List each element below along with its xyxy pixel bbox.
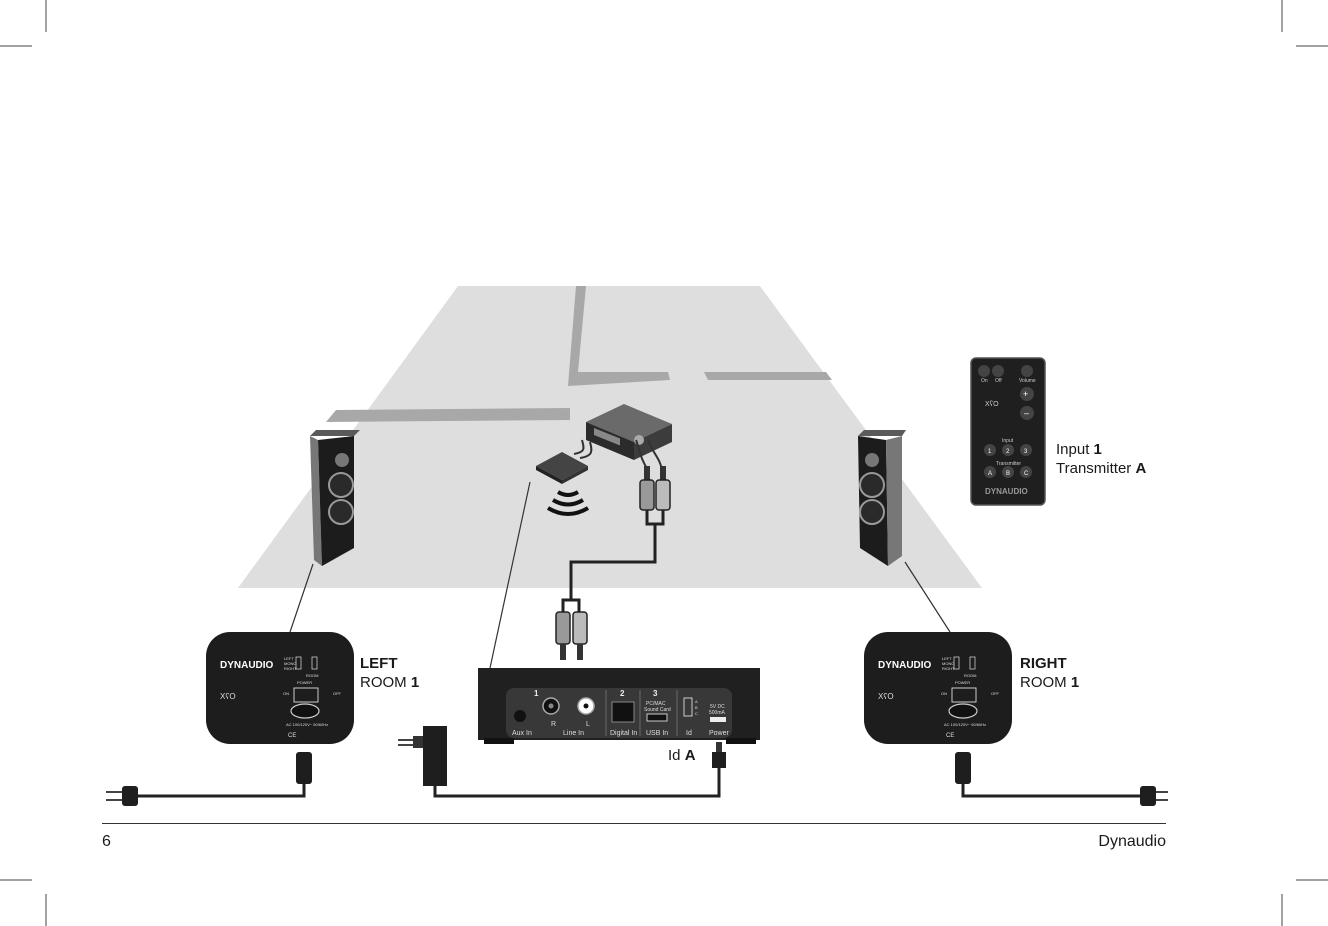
- svg-text:RIGHT: RIGHT: [942, 666, 955, 671]
- rca-cable-icon: [555, 439, 671, 660]
- svg-text:MONO: MONO: [284, 661, 296, 666]
- right-speaker-callout: RIGHT ROOM 1: [1020, 654, 1079, 692]
- svg-text:AC 100/120V~ 50/60Hz: AC 100/120V~ 50/60Hz: [286, 722, 328, 727]
- hub-id-callout: Id A: [668, 746, 696, 765]
- left-speaker-panel: DYNAUDIO XʕO LEFT MONO RIGHT ROOM POWER …: [206, 632, 354, 744]
- svg-text:3: 3: [653, 689, 658, 698]
- svg-text:2: 2: [1006, 449, 1010, 455]
- svg-text:3: 3: [1024, 449, 1028, 455]
- page-number: 6: [102, 833, 111, 850]
- remote-callout: Input 1 Transmitter A: [1056, 440, 1146, 478]
- svg-text:XʕO: XʕO: [985, 401, 999, 408]
- svg-text:AC 100/120V~ 50/60Hz: AC 100/120V~ 50/60Hz: [944, 722, 986, 727]
- svg-text:+: +: [1023, 389, 1028, 399]
- svg-text:Off: Off: [995, 378, 1002, 384]
- right-speaker-panel: DYNAUDIO XʕO LEFT MONO RIGHT ROOM POWER …: [864, 632, 1012, 744]
- svg-text:ON: ON: [941, 691, 947, 696]
- svg-text:OFF: OFF: [333, 691, 342, 696]
- id-label: Id: [668, 747, 685, 764]
- svg-text:Volume: Volume: [1019, 378, 1036, 384]
- svg-text:B: B: [1006, 471, 1010, 477]
- svg-text:Aux In: Aux In: [512, 730, 532, 737]
- svg-text:USB In: USB In: [646, 730, 668, 737]
- right-speaker-icon: [858, 430, 906, 566]
- hub-rear-panel: 1 2 3 R L PC/MAC Sound Card A B C 5V DC …: [478, 668, 760, 744]
- remote-control-icon: On Off Volume + – XʕO Input 1 2 3 Transm…: [970, 357, 1046, 506]
- svg-text:PC/MAC: PC/MAC: [646, 701, 666, 707]
- svg-text:DYNAUDIO: DYNAUDIO: [878, 660, 932, 671]
- svg-text:LEFT: LEFT: [284, 656, 294, 661]
- right-room-label: ROOM: [1020, 674, 1071, 691]
- svg-text:XʕO: XʕO: [878, 692, 894, 701]
- svg-text:On: On: [981, 378, 988, 384]
- left-room-label: ROOM: [360, 674, 411, 691]
- svg-text:500mA: 500mA: [709, 710, 726, 716]
- svg-text:B: B: [695, 705, 698, 710]
- svg-text:DYNAUDIO: DYNAUDIO: [220, 660, 274, 671]
- svg-text:XʕO: XʕO: [220, 692, 236, 701]
- svg-text:CE: CE: [288, 733, 296, 739]
- left-speaker-icon: [310, 430, 360, 566]
- transmitter-label: Transmitter: [1056, 460, 1136, 477]
- svg-text:MONO: MONO: [942, 661, 954, 666]
- svg-text:–: –: [1024, 408, 1029, 418]
- footer-brand: Dynaudio: [1098, 833, 1166, 850]
- svg-text:R: R: [551, 721, 556, 728]
- audio-source-player-icon: [586, 404, 672, 460]
- svg-text:1: 1: [988, 449, 992, 455]
- wireless-transmitter-icon: [536, 439, 593, 516]
- svg-text:Line In: Line In: [563, 730, 584, 737]
- id-value: A: [684, 747, 696, 764]
- svg-text:POWER: POWER: [955, 680, 970, 685]
- svg-text:Power: Power: [709, 730, 730, 737]
- svg-text:LEFT: LEFT: [942, 656, 952, 661]
- transmitter-value: A: [1135, 460, 1147, 477]
- svg-text:POWER: POWER: [297, 680, 312, 685]
- input-label: Input: [1056, 441, 1094, 458]
- svg-text:Transmitter: Transmitter: [996, 461, 1021, 467]
- power-cables: [106, 726, 1168, 806]
- svg-text:2: 2: [620, 689, 625, 698]
- svg-text:A: A: [988, 471, 992, 477]
- svg-text:C: C: [1024, 471, 1029, 477]
- right-room-value: 1: [1070, 674, 1080, 691]
- svg-text:Digital In: Digital In: [610, 730, 637, 737]
- svg-text:CE: CE: [946, 733, 954, 739]
- footer-rule: [102, 823, 1166, 824]
- input-value: 1: [1093, 441, 1102, 458]
- svg-text:1: 1: [534, 689, 539, 698]
- svg-text:Sound Card: Sound Card: [644, 707, 671, 713]
- svg-text:RIGHT: RIGHT: [284, 666, 297, 671]
- svg-text:L: L: [586, 721, 590, 728]
- right-label: RIGHT: [1020, 655, 1067, 672]
- svg-text:Id: Id: [686, 730, 692, 737]
- svg-text:DYNAUDIO: DYNAUDIO: [985, 487, 1028, 496]
- svg-text:5V DC: 5V DC: [710, 704, 725, 710]
- svg-text:C: C: [695, 711, 698, 716]
- svg-text:OFF: OFF: [991, 691, 1000, 696]
- left-label: LEFT: [360, 655, 398, 672]
- svg-text:Input: Input: [1002, 438, 1014, 444]
- left-room-value: 1: [410, 674, 420, 691]
- left-speaker-callout: LEFT ROOM 1: [360, 654, 419, 692]
- svg-text:ROOM: ROOM: [964, 673, 976, 678]
- leader-lines: [289, 481, 951, 669]
- svg-text:A: A: [695, 699, 698, 704]
- svg-text:ON: ON: [283, 691, 289, 696]
- svg-text:ROOM: ROOM: [306, 673, 318, 678]
